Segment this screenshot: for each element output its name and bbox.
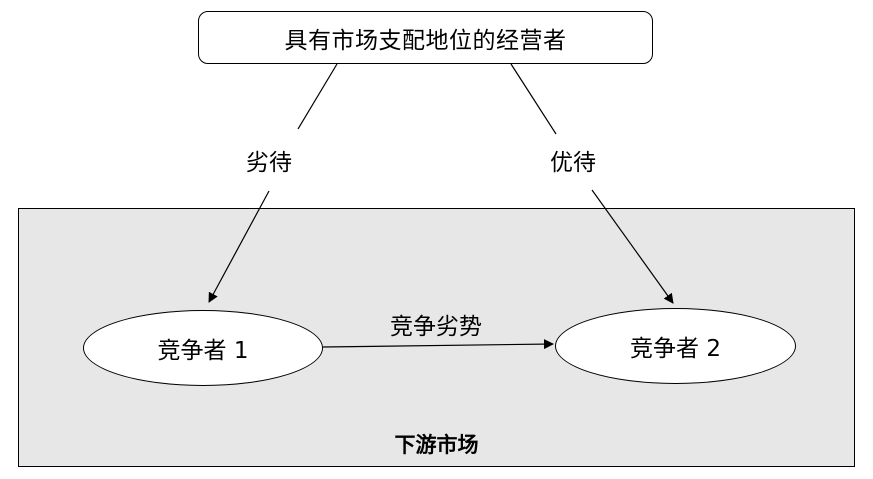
- dominant-operator-label: 具有市场支配地位的经营者: [284, 27, 567, 54]
- favorable-treatment-label: 优待: [550, 150, 596, 176]
- dominant-operator-node: 具有市场支配地位的经营者: [198, 11, 653, 64]
- competitive-disadvantage-label: 竞争劣势: [390, 314, 482, 340]
- dominant-to-right-upper-line: [510, 63, 557, 135]
- unfavorable-treatment-label: 劣待: [246, 150, 292, 176]
- downstream-market-label: 下游市场: [394, 433, 479, 457]
- competitor-2-node: 竞争者 2: [555, 308, 796, 384]
- competitor-2-label: 竞争者 2: [630, 336, 721, 362]
- competitor-1-node: 竞争者 1: [83, 310, 323, 386]
- dominant-to-left-upper-line: [297, 63, 338, 130]
- competitor-1-label: 竞争者 1: [157, 338, 249, 364]
